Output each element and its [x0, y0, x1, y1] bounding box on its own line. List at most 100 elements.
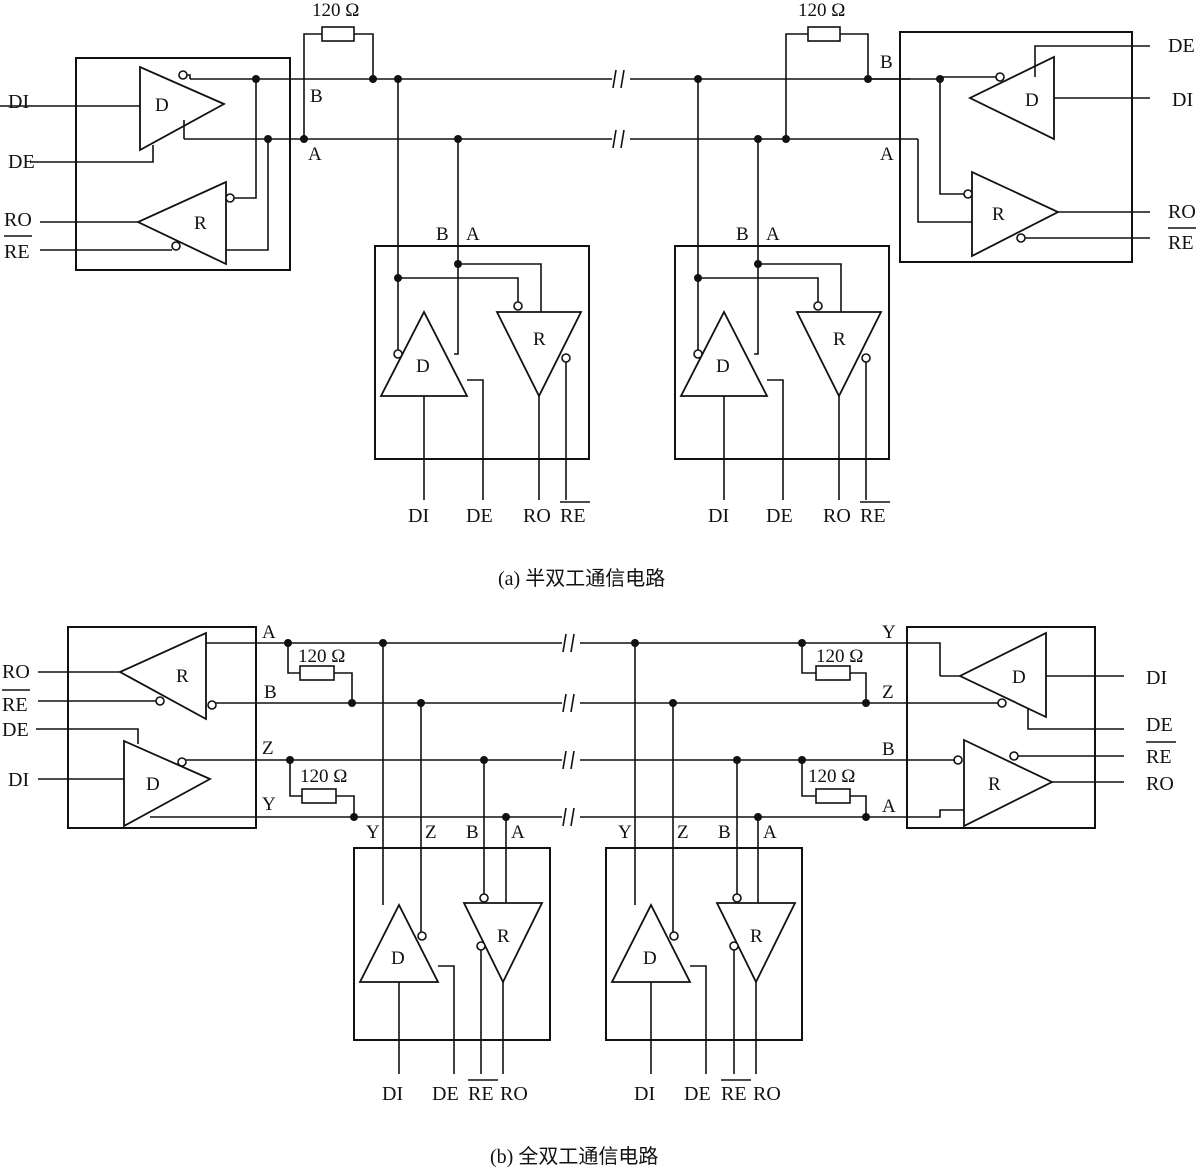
resistor-right-ba: 120 Ω [798, 756, 870, 821]
svg-text:DI: DI [1172, 89, 1193, 111]
svg-text:D: D [716, 356, 730, 377]
svg-text:RO: RO [1168, 201, 1196, 223]
svg-text:120 Ω: 120 Ω [298, 646, 345, 667]
svg-text:D: D [146, 774, 160, 795]
svg-text:B: B [264, 682, 277, 703]
svg-text:D: D [391, 948, 405, 969]
svg-text:B: B [310, 86, 323, 107]
receiver-triangle [971, 170, 1061, 258]
svg-text:DE: DE [466, 505, 493, 527]
driver-triangle [123, 739, 213, 828]
transceiver-right: D R DI DE RE RO Y Z B A [866, 622, 1200, 829]
transceiver-right: D R DE DI RO RE B A [782, 31, 1196, 263]
svg-text:R: R [176, 666, 189, 687]
receiver-triangle [135, 180, 227, 266]
driver-triangle [610, 903, 692, 983]
svg-text:D: D [1012, 667, 1026, 688]
svg-text:RO: RO [823, 505, 851, 527]
driver-triangle [967, 55, 1055, 141]
svg-text:DI: DI [8, 769, 29, 791]
svg-text:R: R [750, 926, 763, 947]
svg-text:DE: DE [684, 1083, 711, 1105]
svg-text:Y: Y [882, 622, 896, 643]
svg-text:A: A [262, 622, 276, 643]
line-break-mark [612, 129, 625, 149]
svg-text:R: R [533, 329, 546, 350]
svg-text:Y: Y [366, 822, 380, 843]
svg-text:DE: DE [2, 719, 29, 741]
svg-text:B: B [718, 822, 731, 843]
resistor-label: 120 Ω [312, 0, 359, 21]
full-duplex-circuit: 120 Ω 120 Ω 120 Ω 120 Ω [2, 622, 1200, 1168]
svg-text:A: A [308, 144, 322, 165]
svg-text:Z: Z [677, 822, 689, 843]
svg-text:DE: DE [766, 505, 793, 527]
svg-text:D: D [1025, 90, 1039, 111]
caption-half-duplex: (a) 半双工通信电路 [498, 567, 665, 590]
svg-text:120 Ω: 120 Ω [300, 766, 347, 787]
svg-text:DE: DE [432, 1083, 459, 1105]
svg-text:Y: Y [262, 794, 276, 815]
svg-text:D: D [155, 95, 169, 116]
svg-text:R: R [988, 774, 1001, 795]
transceiver-mid-2: D R Y Z B A DI DE RE RO [605, 639, 803, 1105]
resistor-left: 120 Ω [303, 0, 374, 139]
svg-text:R: R [497, 926, 510, 947]
svg-text:A: A [882, 796, 896, 817]
transceiver-mid-1: D R Y Z B A DI DE RE RO [353, 639, 551, 1105]
svg-text:120 Ω: 120 Ω [816, 646, 863, 667]
svg-text:B: B [736, 224, 749, 245]
line-break-mark [612, 69, 625, 89]
svg-text:DI: DI [8, 91, 29, 113]
resistor-label: 120 Ω [798, 0, 845, 21]
svg-text:RO: RO [2, 661, 30, 683]
svg-text:B: B [882, 739, 895, 760]
svg-text:RO: RO [4, 209, 32, 231]
transceiver-left: D R DI DE RO RE B A [0, 57, 377, 271]
svg-text:RO: RO [523, 505, 551, 527]
svg-text:A: A [511, 822, 525, 843]
svg-text:DI: DI [708, 505, 729, 527]
svg-text:RE: RE [468, 1083, 494, 1105]
svg-text:Z: Z [882, 682, 894, 703]
svg-text:D: D [416, 356, 430, 377]
svg-text:RE: RE [1146, 746, 1172, 768]
svg-text:Z: Z [262, 738, 274, 759]
svg-text:DE: DE [8, 151, 35, 173]
svg-text:RO: RO [753, 1083, 781, 1105]
svg-text:RO: RO [1146, 773, 1174, 795]
svg-text:DE: DE [1146, 714, 1173, 736]
svg-text:A: A [880, 144, 894, 165]
resistor-left-ab: 120 Ω [284, 639, 356, 707]
svg-text:DI: DI [382, 1083, 403, 1105]
svg-text:R: R [194, 213, 207, 234]
svg-text:120 Ω: 120 Ω [808, 766, 855, 787]
svg-text:B: B [880, 52, 893, 73]
svg-text:A: A [763, 822, 777, 843]
receiver-triangle [495, 311, 583, 399]
svg-text:D: D [643, 948, 657, 969]
svg-text:DI: DI [408, 505, 429, 527]
svg-text:A: A [766, 224, 780, 245]
svg-text:RO: RO [500, 1083, 528, 1105]
svg-text:B: B [466, 822, 479, 843]
resistor-right: 120 Ω [785, 0, 869, 139]
driver-triangle [957, 631, 1047, 719]
svg-text:RE: RE [1168, 232, 1194, 254]
svg-text:DI: DI [1146, 667, 1167, 689]
driver-triangle [358, 903, 440, 983]
caption-full-duplex: (b) 全双工通信电路 [490, 1145, 658, 1168]
svg-text:Y: Y [618, 822, 632, 843]
svg-text:B: B [436, 224, 449, 245]
receiver-triangle [963, 738, 1055, 828]
transceiver-mid-2: D R B A DI DE RO RE [674, 75, 890, 527]
half-duplex-circuit: 120 Ω 120 Ω D R DI DE RO RE [0, 0, 1196, 590]
receiver-triangle [117, 631, 207, 721]
svg-text:R: R [833, 329, 846, 350]
svg-text:Z: Z [425, 822, 437, 843]
svg-text:DI: DI [634, 1083, 655, 1105]
svg-text:A: A [466, 224, 480, 245]
svg-text:RE: RE [2, 694, 28, 716]
svg-text:DE: DE [1168, 35, 1195, 57]
